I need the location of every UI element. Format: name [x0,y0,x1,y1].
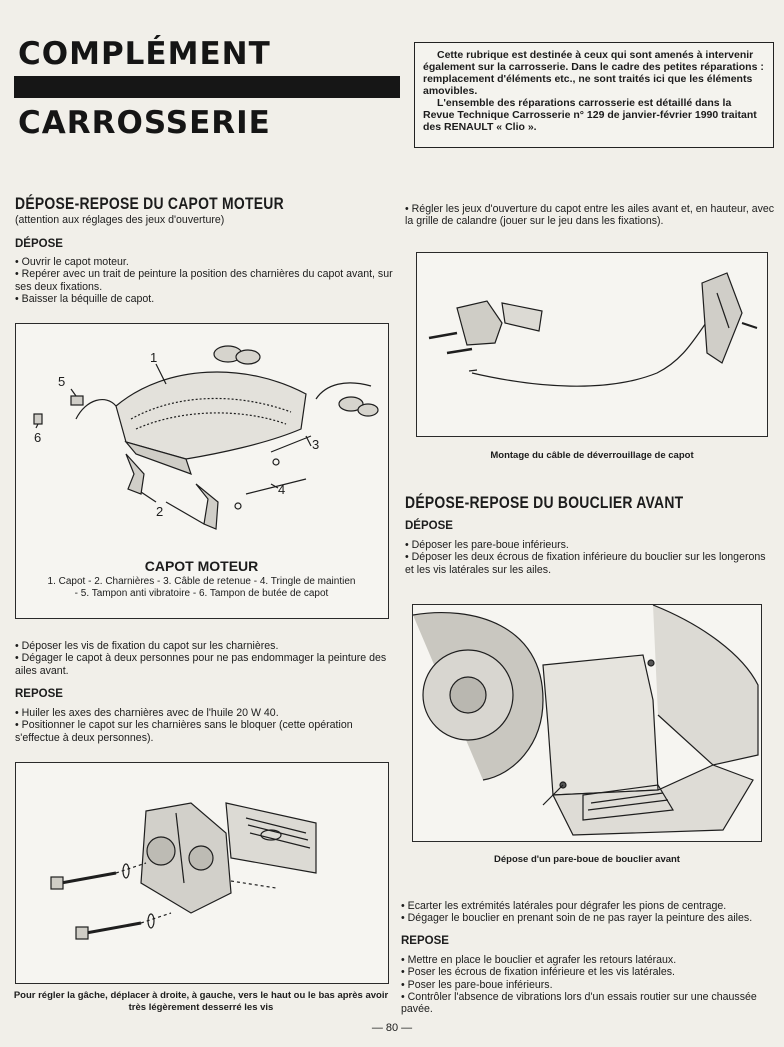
hood-exploded-diagram: 1 2 3 4 5 6 [33,345,379,530]
section1-repose-list: • Huiler les axes des charnières avec de… [15,707,393,744]
title-carrosserie: CARROSSERIE [18,105,271,141]
section2-depose-list: • Déposer les pare-boue inférieurs. • Dé… [405,539,777,576]
figure1-legend-line1: 1. Capot - 2. Charnières - 3. Câble de r… [47,576,356,587]
section1-depose-list: • Ouvrir le capot moteur. • Repérer avec… [15,256,393,305]
section2-repose-list: • Mettre en place le bouclier et agrafer… [401,954,779,1015]
list-item: • Ecarter les extrémités latérales pour … [401,900,727,912]
list-item: • Déposer les pare-boue inférieurs. [405,539,569,551]
list-item: • Positionner le capot sur les charnière… [15,719,353,744]
mudguard-diagram [413,605,759,836]
intro-paragraph-2: L'ensemble des réparations carrosserie e… [423,97,757,133]
release-cable-diagram [428,272,758,387]
right-top-bullet: • Régler les jeux d'ouverture du capot e… [405,203,775,228]
list-item: • Huiler les axes des charnières avec de… [15,707,279,719]
figure-gache [15,762,389,984]
list-item: • Ouvrir le capot moteur. [15,256,129,268]
section1-depose-heading: DÉPOSE [15,238,63,250]
figure-pare-boue [412,604,762,842]
list-item: • Poser les écrous de fixation inférieur… [401,966,675,979]
section1-subtitle: (attention aux réglages des jeux d'ouver… [15,214,225,226]
figure-label-2: 2 [156,504,163,519]
figure4-caption: Dépose d'un pare-boue de bouclier avant [494,854,680,865]
list-item: • Dégager le capot à deux personnes pour… [15,652,387,677]
figure-capot-moteur: 1 2 3 4 5 6 CAPOT MOTEUR 1. Capot - 2. C… [15,323,389,619]
list-item: • Dégager le bouclier en prenant soin de… [401,912,753,925]
intro-box: Cette rubrique est destinée à ceux qui s… [414,42,774,148]
figure-label-4: 4 [278,482,285,497]
title-complement: COMPLÉMENT [18,36,271,72]
section2-depose-heading: DÉPOSE [405,520,453,532]
section1-after-list: • Déposer les vis de fixation du capot s… [15,640,393,677]
figure1-title: CAPOT MOTEUR [144,558,259,574]
list-item: • Baisser la béquille de capot. [15,292,155,305]
figure2-caption: Pour régler la gâche, déplacer à droite,… [13,990,389,1013]
figure3-caption: Montage du câble de déverrouillage de ca… [490,450,694,461]
figure-label-1: 1 [150,350,157,365]
section2-title: DÉPOSE-REPOSE DU BOUCLIER AVANT [405,493,684,512]
list-item: • Déposer les deux écrous de fixation in… [405,551,766,576]
list-item: • Déposer les vis de fixation du capot s… [15,640,279,652]
figure-label-6: 6 [34,430,41,445]
latch-diagram [50,802,317,940]
list-item: • Mettre en place le bouclier et agrafer… [401,954,677,966]
section2-repose-heading: REPOSE [401,935,449,947]
title-bar [14,76,400,98]
figure-cable-deverrouillage [416,252,768,437]
section1-repose-heading: REPOSE [15,688,63,700]
figure1-legend-line2: - 5. Tampon anti vibratoire - 6. Tampon … [74,588,329,599]
page-number: — 80 — [371,1022,413,1034]
section2-after-list: • Ecarter les extrémités latérales pour … [401,900,779,925]
section1-title: DÉPOSE-REPOSE DU CAPOT MOTEUR [15,194,284,213]
list-item: • Repérer avec un trait de peinture la p… [15,268,393,293]
figure-label-5: 5 [58,374,65,389]
intro-paragraph-1: Cette rubrique est destinée à ceux qui s… [423,49,764,97]
figure-label-3: 3 [312,437,319,452]
list-item: • Poser les pare-boue inférieurs. [401,978,553,991]
list-item: • Contrôler l'absence de vibrations lors… [401,990,757,1016]
